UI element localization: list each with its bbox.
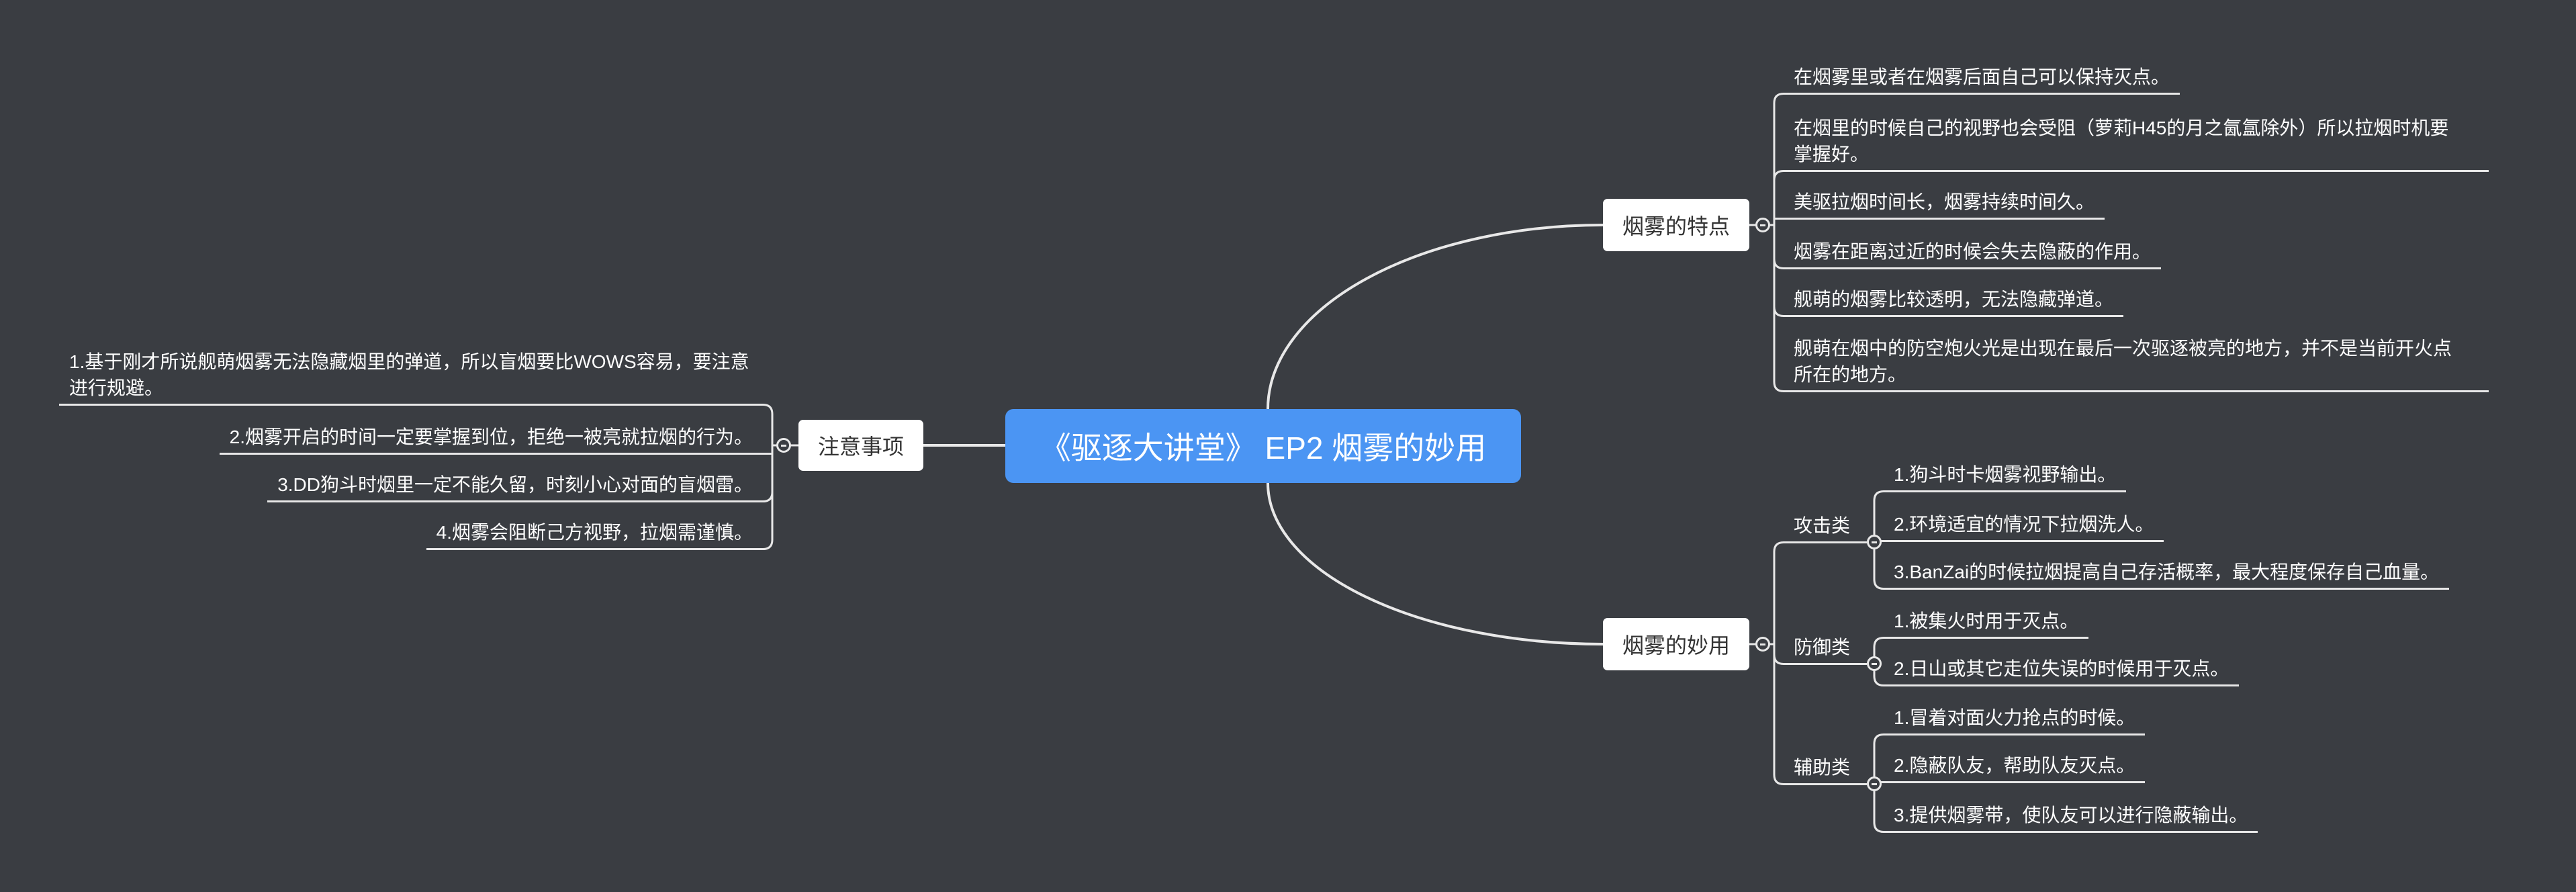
branch-connector	[1748, 643, 1785, 785]
branch-topic-label: 注意事项	[817, 435, 904, 459]
collapse-button-notes[interactable]	[776, 438, 791, 453]
branch-connector	[1873, 733, 1885, 785]
attack-item[interactable]: 1.狗斗时卡烟雾视野输出。	[1884, 461, 2127, 492]
note-item[interactable]: 3.DD狗斗时烟里一定不能久留，时刻小心对面的盲烟雷。	[267, 472, 763, 502]
branch-connector	[1873, 662, 1885, 686]
defense-item[interactable]: 1.被集火时用于灭点。	[1884, 608, 2089, 639]
branch-connector	[1873, 490, 1885, 543]
attack-item[interactable]: 3.BanZai的时候拉烟提高自己存活概率，最大程度保存自己血量。	[1884, 559, 2450, 590]
support-item[interactable]: 3.提供烟雾带，使队友可以进行隐蔽输出。	[1884, 802, 2258, 833]
category-defense[interactable]: 防御类	[1784, 634, 1867, 665]
feature-item[interactable]: 在烟里的时候自己的视野也会受阻（萝莉H45的月之氤氲除外）所以拉烟时机要 掌握好…	[1784, 115, 2489, 172]
category-support[interactable]: 辅助类	[1784, 754, 1867, 785]
minus-icon	[1760, 224, 1765, 226]
minus-icon	[1872, 541, 1877, 543]
main-branch-connector	[1267, 482, 1604, 645]
note-item[interactable]: 1.基于刚才所说舰萌烟雾无法隐藏烟里的弹道，所以盲烟要比WOWS容易，要注意 进…	[59, 349, 763, 406]
branch-connector	[1748, 170, 1785, 226]
branch-topic-features[interactable]: 烟雾的特点	[1603, 199, 1749, 251]
branch-connector	[1873, 637, 1885, 665]
branch-connector	[1748, 224, 1785, 392]
minus-icon	[1872, 783, 1877, 785]
branch-topic-notes[interactable]: 注意事项	[798, 420, 923, 471]
branch-connector	[1748, 93, 1785, 226]
support-item[interactable]: 1.冒着对面火力抢点的时候。	[1884, 705, 2146, 735]
branch-connector	[762, 404, 800, 447]
collapse-button-uses[interactable]	[1755, 637, 1770, 652]
branch-connector	[1873, 783, 1885, 833]
branch-topic-label: 烟雾的妙用	[1622, 633, 1730, 658]
feature-item[interactable]: 烟雾在距离过近的时候会失去隐蔽的作用。	[1784, 238, 2162, 269]
branch-connector	[1873, 541, 1885, 590]
feature-item[interactable]: 美驱拉烟时间长，烟雾持续时间久。	[1784, 189, 2105, 220]
central-topic-label: 《驱逐大讲堂》 EP2 烟雾的妙用	[1040, 431, 1487, 465]
minus-icon	[781, 444, 786, 447]
attack-item[interactable]: 2.环境适宜的情况下拉烟洗人。	[1884, 511, 2164, 542]
branch-connector	[1748, 224, 1785, 317]
feature-item[interactable]: 舰萌在烟中的防空炮火光是出现在最后一次驱逐被亮的地方，并不是当前开火点 所在的地…	[1784, 335, 2489, 392]
category-attack[interactable]: 攻击类	[1784, 512, 1867, 543]
note-item[interactable]: 2.烟雾开启的时间一定要掌握到位，拒绝一被亮就拉烟的行为。	[219, 424, 763, 455]
collapse-button-defense[interactable]	[1867, 656, 1882, 671]
support-item[interactable]: 2.隐蔽队友，帮助队友灭点。	[1884, 752, 2146, 783]
branch-topic-label: 烟雾的特点	[1622, 214, 1730, 238]
central-topic[interactable]: 《驱逐大讲堂》 EP2 烟雾的妙用	[1005, 409, 1521, 483]
minus-icon	[1872, 662, 1877, 665]
collapse-button-support[interactable]	[1867, 776, 1882, 791]
branch-connector	[1748, 224, 1785, 269]
defense-item[interactable]: 2.日山或其它走位失误的时候用于灭点。	[1884, 656, 2240, 686]
feature-item[interactable]: 舰萌的烟雾比较透明，无法隐藏弹道。	[1784, 286, 2124, 317]
minus-icon	[1760, 643, 1765, 645]
collapse-button-features[interactable]	[1755, 218, 1770, 232]
main-branch-connector	[1267, 224, 1604, 410]
note-item[interactable]: 4.烟雾会阻断己方视野，拉烟需谨慎。	[426, 519, 763, 550]
branch-connector	[1748, 541, 1785, 645]
collapse-button-attack[interactable]	[1867, 535, 1882, 549]
branch-connector	[762, 444, 800, 550]
feature-item[interactable]: 在烟雾里或者在烟雾后面自己可以保持灭点。	[1784, 64, 2180, 95]
branch-topic-uses[interactable]: 烟雾的妙用	[1603, 618, 1749, 670]
